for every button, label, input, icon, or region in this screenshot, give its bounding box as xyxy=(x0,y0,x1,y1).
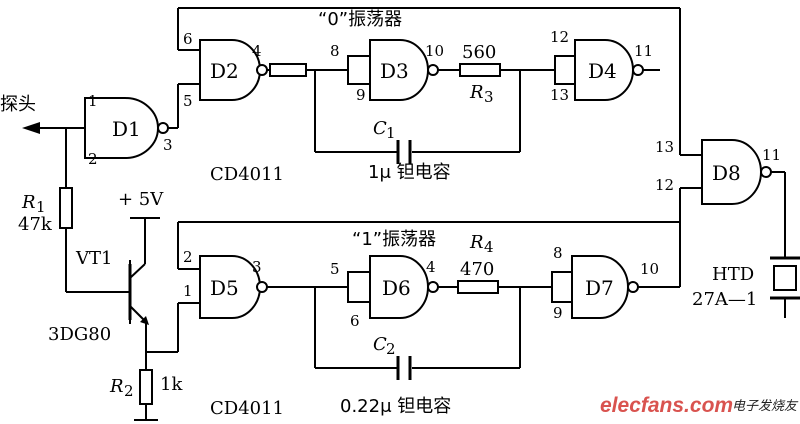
pin-label: 2 xyxy=(88,150,98,168)
pin-label: 2 xyxy=(183,248,193,266)
c2-name: C xyxy=(373,334,387,355)
pin-label: 6 xyxy=(183,30,193,48)
ic2-label: CD4011 xyxy=(210,398,284,419)
r2-name: R xyxy=(109,376,124,397)
watermark-cn: 电子发烧友 xyxy=(732,399,799,414)
pin-label: 6 xyxy=(350,312,360,330)
osc1-title: “1”振荡器 xyxy=(352,229,436,250)
pin-label: 1 xyxy=(183,282,193,300)
pin-label: 13 xyxy=(550,86,569,104)
pin-label: 8 xyxy=(330,42,340,60)
gate-d7 xyxy=(551,255,639,319)
gate-d5-label: D5 xyxy=(210,276,239,300)
r3-value: 560 xyxy=(462,42,496,63)
c1-sub: 1 xyxy=(386,124,396,142)
pin-label: 10 xyxy=(425,42,444,60)
pin-label: 12 xyxy=(550,28,569,46)
htd-buzzer xyxy=(770,256,800,300)
gate-d1 xyxy=(84,97,169,159)
r2-value: 1k xyxy=(160,374,183,395)
osc0-title: “0”振荡器 xyxy=(318,9,402,30)
gate-d3-label: D3 xyxy=(380,59,409,83)
pin-label: 3 xyxy=(252,258,262,276)
c1-value: 1μ 钽电容 xyxy=(368,162,451,183)
pin-label: 8 xyxy=(553,244,563,262)
gate-d4-label: D4 xyxy=(588,59,617,83)
resistor-r1 xyxy=(59,187,73,229)
pin-label: 4 xyxy=(426,258,436,276)
ic1-label: CD4011 xyxy=(210,164,284,185)
resistor-d2 xyxy=(269,63,307,77)
r1-name: R xyxy=(21,192,36,213)
vt1-part: 3DG80 xyxy=(48,324,111,345)
htd-label-1: HTD xyxy=(712,264,754,285)
pin-label: 13 xyxy=(655,138,674,156)
gate-d6-label: D6 xyxy=(382,276,411,300)
gate-d3 xyxy=(347,39,439,101)
resistor-r3 xyxy=(459,63,501,77)
pin-label: 5 xyxy=(183,92,193,110)
pin-label: 11 xyxy=(762,146,781,164)
watermark-site: elecfans.com xyxy=(600,394,733,417)
resistor-r2 xyxy=(139,369,153,405)
probe-label: 探头 xyxy=(0,94,36,115)
gate-d5 xyxy=(199,255,268,319)
pin-label: 9 xyxy=(356,86,366,104)
c2-value: 0.22μ 钽电容 xyxy=(340,396,451,417)
wires xyxy=(22,7,786,421)
gate-d7-label: D7 xyxy=(585,276,614,300)
vt1-label: VT1 xyxy=(75,248,112,269)
r1-sub: 1 xyxy=(36,198,46,216)
pin-label: 5 xyxy=(330,260,340,278)
pin-label: 1 xyxy=(88,92,98,110)
r3-sub: 3 xyxy=(484,88,494,106)
pin-label: 4 xyxy=(252,42,262,60)
r4-sub: 4 xyxy=(484,238,494,256)
vcc-label: + 5V xyxy=(118,189,164,210)
gate-d8 xyxy=(701,139,772,205)
gate-d4 xyxy=(554,39,644,101)
gate-d8-label: D8 xyxy=(712,161,741,185)
r2-sub: 2 xyxy=(124,382,134,400)
pin-label: 9 xyxy=(553,304,563,322)
r1-value: 47k xyxy=(18,214,53,235)
gate-d2 xyxy=(199,39,268,101)
c2-sub: 2 xyxy=(386,340,396,358)
htd-label-2: 27A—1 xyxy=(692,289,757,310)
gate-d2-label: D2 xyxy=(210,59,239,83)
gate-d6 xyxy=(347,255,439,319)
pin-label: 12 xyxy=(655,176,674,194)
probe-arrow xyxy=(22,122,40,134)
r3-name: R xyxy=(469,82,484,103)
pin-label: 3 xyxy=(163,136,173,154)
gate-d1-label: D1 xyxy=(112,117,141,141)
pin-label: 10 xyxy=(640,260,659,278)
r4-name: R xyxy=(469,232,484,253)
pin-label: 11 xyxy=(634,42,653,60)
c1-name: C xyxy=(373,118,387,139)
resistor-r4 xyxy=(457,280,499,294)
r4-value: 470 xyxy=(460,259,494,280)
